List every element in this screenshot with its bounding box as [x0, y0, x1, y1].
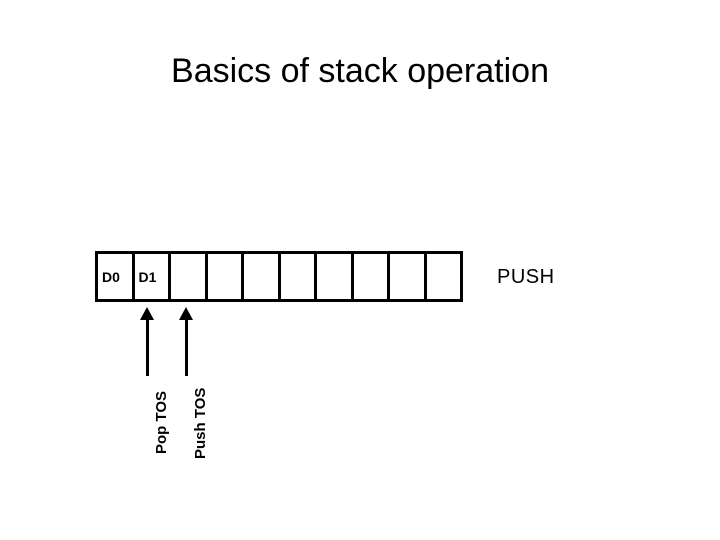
arrow-shaft	[185, 318, 188, 376]
stack-diagram: D0 D1	[95, 251, 463, 302]
arrow-shaft	[146, 318, 149, 376]
pop-tos-label: Pop TOS	[153, 390, 170, 454]
stack-cell	[208, 254, 244, 299]
arrow-up-icon	[179, 307, 193, 320]
stack-cell	[281, 254, 317, 299]
stack-cell	[390, 254, 427, 299]
stack-cell	[244, 254, 281, 299]
stack-cell: D1	[135, 254, 171, 299]
stack-cell-label: D0	[102, 268, 120, 285]
stack-cell-row: D0 D1	[95, 251, 463, 302]
stack-cell	[354, 254, 390, 299]
push-tos-label: Push TOS	[192, 387, 209, 459]
push-caption: PUSH	[497, 266, 555, 288]
stack-cell	[171, 254, 208, 299]
stack-cell: D0	[98, 254, 135, 299]
stack-cell-label: D1	[138, 268, 157, 285]
page-title: Basics of stack operation	[171, 52, 549, 90]
stack-cell	[427, 254, 461, 299]
stack-cell	[317, 254, 354, 299]
arrow-up-icon	[140, 307, 154, 320]
